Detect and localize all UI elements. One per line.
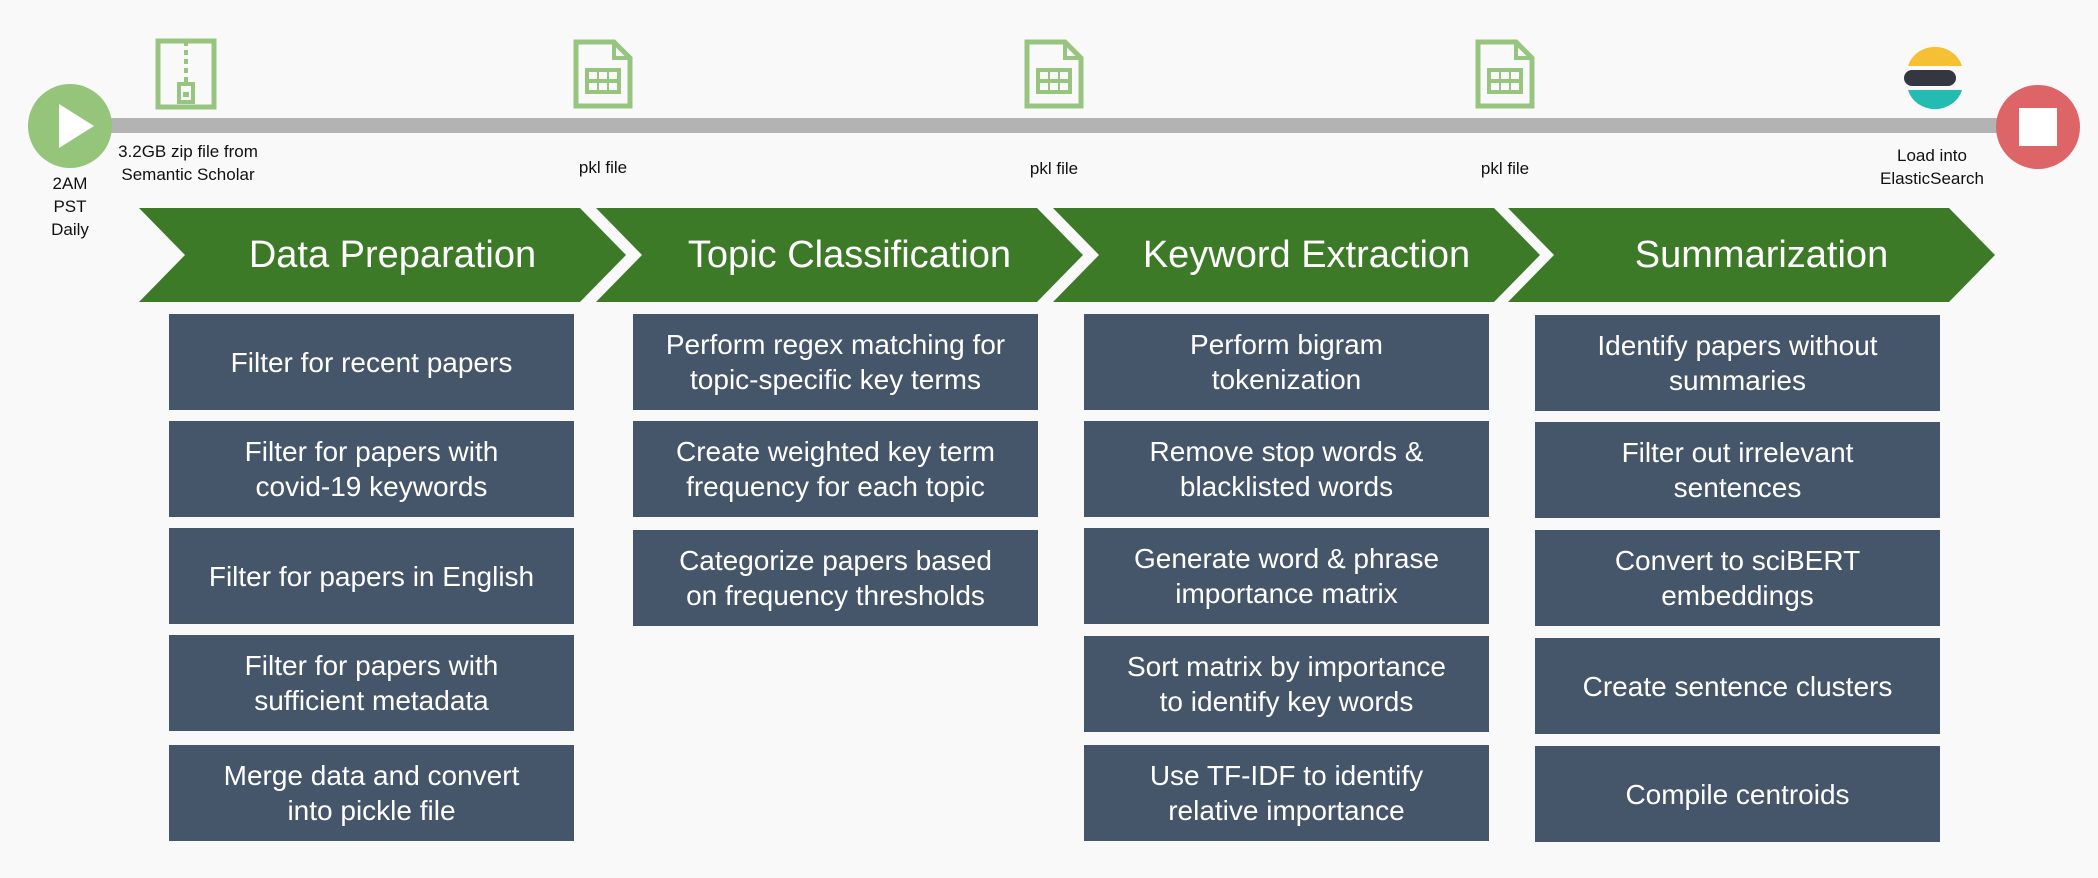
elasticsearch-logo-icon xyxy=(1904,46,1962,110)
spreadsheet-file-icon xyxy=(573,39,633,109)
stage-title: Summarization xyxy=(1634,233,1889,276)
stage-header-data-preparation: Data Preparation xyxy=(139,208,626,302)
stop-icon xyxy=(2019,108,2057,146)
stage-title: Keyword Extraction xyxy=(1142,233,1471,276)
source-label: 3.2GB zip file from Semantic Scholar xyxy=(118,142,258,184)
step-card: Create sentence clusters xyxy=(1535,638,1940,734)
step-card: Perform regex matching for topic-specifi… xyxy=(633,314,1038,410)
schedule-label: 2AM PST Daily xyxy=(51,174,89,239)
step-card: Identify papers without summaries xyxy=(1535,315,1940,411)
step-card: Sort matrix by importance to identify ke… xyxy=(1084,636,1489,732)
destination-label: Load into ElasticSearch xyxy=(1880,146,1984,188)
stage-title: Topic Classification xyxy=(687,233,1012,276)
step-card: Filter for papers with sufficient metada… xyxy=(169,635,574,731)
stage-header-keyword-extraction: Keyword Extraction xyxy=(1053,208,1540,302)
stop-button[interactable] xyxy=(1996,85,2080,169)
artifact-label: pkl file xyxy=(1029,159,1079,178)
step-card: Remove stop words & blacklisted words xyxy=(1084,421,1489,517)
step-card: Generate word & phrase importance matrix xyxy=(1084,528,1489,624)
step-card: Categorize papers based on frequency thr… xyxy=(633,530,1038,626)
step-card: Create weighted key term frequency for e… xyxy=(633,421,1038,517)
artifact-label: pkl file xyxy=(1480,159,1530,178)
stage-title: Data Preparation xyxy=(248,233,537,276)
step-card: Compile centroids xyxy=(1535,746,1940,842)
artifact-label: pkl file xyxy=(578,158,628,177)
step-card: Filter for recent papers xyxy=(169,314,574,410)
stage-header-summarization: Summarization xyxy=(1508,208,1995,302)
zip-file-icon xyxy=(155,38,217,110)
step-card: Filter for papers with covid-19 keywords xyxy=(169,421,574,517)
timeline-track xyxy=(70,118,2040,133)
step-card: Perform bigram tokenization xyxy=(1084,314,1489,410)
step-card: Filter for papers in English xyxy=(169,528,574,624)
step-card: Use TF-IDF to identify relative importan… xyxy=(1084,745,1489,841)
spreadsheet-file-icon xyxy=(1024,39,1084,109)
play-icon xyxy=(59,104,94,148)
step-card: Filter out irrelevant sentences xyxy=(1535,422,1940,518)
step-card: Merge data and convert into pickle file xyxy=(169,745,574,841)
spreadsheet-file-icon xyxy=(1475,39,1535,109)
step-card: Convert to sciBERT embeddings xyxy=(1535,530,1940,626)
stage-header-topic-classification: Topic Classification xyxy=(596,208,1083,302)
start-button[interactable] xyxy=(28,84,112,168)
